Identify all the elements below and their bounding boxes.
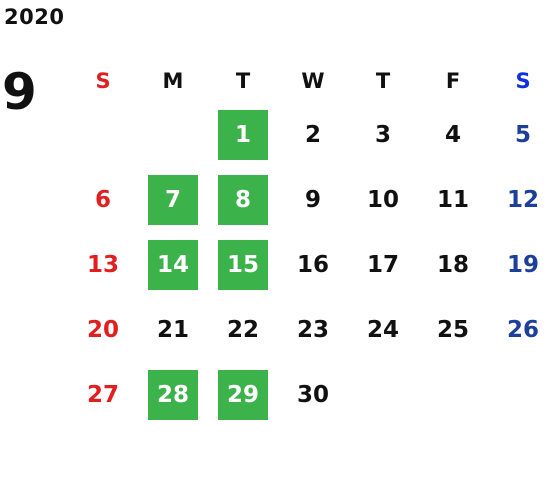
day-number: 4 (444, 121, 461, 148)
calendar-month: 9 (2, 63, 37, 121)
day-number (498, 370, 548, 420)
day-number: 26 (506, 316, 539, 343)
day-number: 12 (506, 186, 539, 213)
day-cell: 30 (278, 362, 348, 427)
day-cell: 18 (418, 232, 488, 297)
day-number: 13 (86, 251, 119, 278)
day-number: 3 (374, 121, 391, 148)
day-number: 5 (514, 121, 531, 148)
day-cell: 26 (488, 297, 548, 362)
day-cell: 2 (278, 102, 348, 167)
day-cell: 4 (418, 102, 488, 167)
day-cell: 20 (68, 297, 138, 362)
day-cell (418, 362, 488, 427)
day-cell: 9 (278, 167, 348, 232)
weekday-header-monday: M (162, 69, 184, 93)
calendar-year: 2020 (4, 5, 65, 29)
day-cell (348, 362, 418, 427)
day-cell (138, 102, 208, 167)
day-cell: 3 (348, 102, 418, 167)
day-cell: 11 (418, 167, 488, 232)
day-number (78, 110, 128, 160)
day-cell: 24 (348, 297, 418, 362)
day-number-highlighted: 14 (148, 239, 198, 290)
weekday-header-wednesday: W (301, 69, 325, 93)
day-number: 30 (296, 381, 329, 408)
day-number (358, 370, 408, 420)
day-number: 27 (86, 381, 119, 408)
day-cell: 29 (208, 362, 278, 427)
day-number-highlighted: 1 (218, 109, 268, 160)
day-cell: 7 (138, 167, 208, 232)
day-cell: 13 (68, 232, 138, 297)
day-cell: 16 (278, 232, 348, 297)
day-cell: 6 (68, 167, 138, 232)
day-cell: 14 (138, 232, 208, 297)
day-number-highlighted: 8 (218, 174, 268, 225)
day-number: 2 (304, 121, 321, 148)
day-number: 9 (304, 186, 321, 213)
day-number: 6 (94, 186, 111, 213)
day-cell: 27 (68, 362, 138, 427)
day-cell: 15 (208, 232, 278, 297)
day-number: 18 (436, 251, 469, 278)
day-number: 17 (366, 251, 399, 278)
day-cell: 17 (348, 232, 418, 297)
day-cell: 5 (488, 102, 548, 167)
day-cell (488, 362, 548, 427)
day-number-highlighted: 7 (148, 174, 198, 225)
weekday-header-thursday: T (375, 69, 391, 93)
day-cell: 8 (208, 167, 278, 232)
day-number-highlighted: 28 (148, 369, 198, 420)
day-number: 25 (436, 316, 469, 343)
day-number: 21 (156, 316, 189, 343)
day-cell: 1 (208, 102, 278, 167)
day-number (148, 110, 198, 160)
day-number: 20 (86, 316, 119, 343)
day-number-highlighted: 29 (218, 369, 268, 420)
calendar-grid: S M T W T F S 1 2 3 4 5 6 7 8 9 10 11 12… (68, 60, 548, 427)
day-cell: 28 (138, 362, 208, 427)
day-cell: 12 (488, 167, 548, 232)
day-number: 16 (296, 251, 329, 278)
weekday-header-friday: F (445, 69, 461, 93)
day-cell: 19 (488, 232, 548, 297)
weekday-header-saturday: S (515, 69, 531, 93)
day-number: 19 (506, 251, 539, 278)
weekday-header-tuesday: T (235, 69, 251, 93)
day-number: 10 (366, 186, 399, 213)
day-cell: 21 (138, 297, 208, 362)
day-cell: 25 (418, 297, 488, 362)
day-number-highlighted: 15 (218, 239, 268, 290)
day-number: 23 (296, 316, 329, 343)
day-number (428, 370, 478, 420)
day-number: 11 (436, 186, 469, 213)
day-number: 24 (366, 316, 399, 343)
day-cell: 23 (278, 297, 348, 362)
day-cell: 22 (208, 297, 278, 362)
day-cell: 10 (348, 167, 418, 232)
weekday-header-sunday: S (95, 69, 111, 93)
day-cell (68, 102, 138, 167)
day-number: 22 (226, 316, 259, 343)
